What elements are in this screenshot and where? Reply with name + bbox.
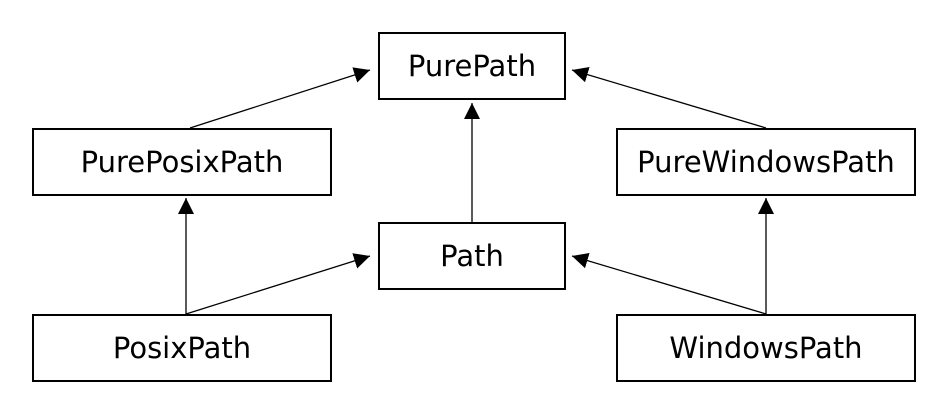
edge-purewindowspath-to-purepath — [571, 66, 767, 129]
node-windowspath: WindowsPath — [616, 314, 916, 382]
node-pureposixpath: PurePosixPath — [32, 128, 332, 196]
node-posixpath: PosixPath — [32, 314, 332, 382]
node-path: Path — [378, 222, 566, 290]
node-purepath: PurePath — [378, 32, 566, 100]
node-purewindowspath: PureWindowsPath — [616, 128, 916, 196]
edge-pureposixpath-to-purepath — [189, 67, 371, 129]
edge-windowspath-to-path — [571, 252, 767, 315]
edge-posixpath-to-path — [185, 253, 371, 315]
